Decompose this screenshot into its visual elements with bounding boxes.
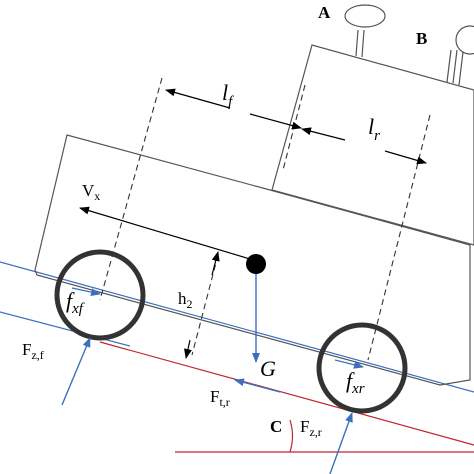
vehicle-body — [34, 134, 471, 386]
fzr-arrow — [329, 412, 353, 474]
label-fzr: Fz,r — [300, 417, 322, 439]
slope-line — [99, 341, 474, 446]
label-lf: lf — [222, 80, 234, 110]
fxf-arrow — [71, 287, 101, 297]
rear-wheel — [316, 322, 408, 414]
slope-angle-arc — [289, 419, 294, 453]
fxr-arrow — [334, 359, 364, 369]
knob-b — [446, 25, 474, 86]
center-of-gravity — [246, 254, 266, 274]
front-axle-dashed-line — [99, 77, 163, 301]
label-fzf: Fz,f — [22, 340, 44, 362]
lf-dimension-arrow-right — [249, 113, 302, 130]
label-angle-c: C — [270, 417, 282, 436]
knob-a — [344, 4, 386, 58]
label-ftr: Ft,r — [210, 387, 230, 409]
label-vx: Vx — [82, 181, 100, 203]
label-fxf: fxf — [66, 288, 85, 317]
h2-dashed-line — [191, 254, 219, 356]
vehicle-cabin — [271, 44, 474, 246]
lr-dimension-arrow-right — [384, 150, 427, 165]
slope-mid-line — [0, 311, 131, 347]
label-gravity: G — [260, 356, 276, 381]
lr-dimension-arrow-left — [301, 127, 346, 141]
fzf-arrow — [61, 337, 91, 406]
label-h2: h2 — [178, 289, 193, 311]
h2-arrow-down — [184, 339, 192, 359]
ftr-arrow — [234, 378, 281, 393]
slope-upper-line — [0, 261, 474, 393]
h2-arrow-up — [211, 251, 220, 276]
lf-dimension-arrow-left — [165, 88, 231, 109]
cg-dashed-line — [282, 84, 306, 171]
front-wheel — [54, 249, 146, 341]
rear-axle-dashed-line — [367, 114, 431, 361]
vx-arrow — [79, 206, 261, 263]
label-lr: lr — [368, 114, 380, 144]
label-point-b: B — [416, 29, 427, 48]
label-point-a: A — [318, 3, 331, 22]
label-fxr: fxr — [346, 368, 365, 397]
